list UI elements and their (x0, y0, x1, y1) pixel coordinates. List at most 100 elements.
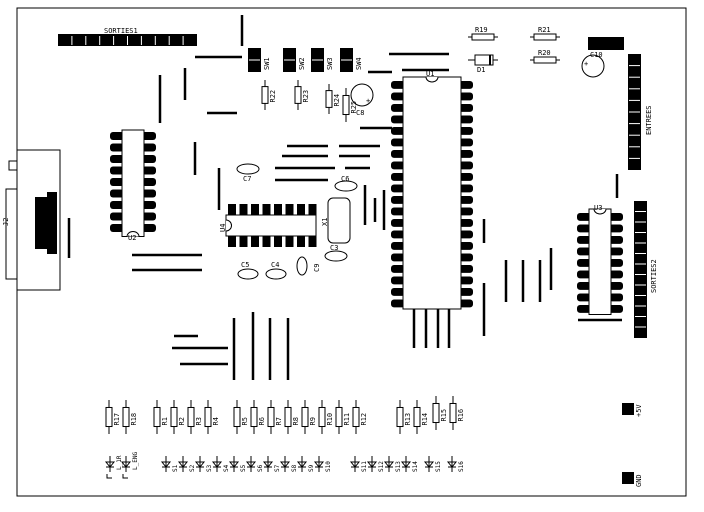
pad-plus5v[interactable]: +5V (622, 403, 643, 417)
chip-pin (577, 213, 591, 221)
chip-pin (251, 234, 259, 247)
capacitor-c6[interactable]: C6 (334, 175, 358, 192)
chip-pin (391, 184, 405, 193)
led-icon (279, 461, 291, 468)
resistor-r10[interactable]: R10 (318, 400, 334, 434)
pad-gnd[interactable]: GND (622, 472, 643, 487)
led-s16[interactable]: S16 (446, 456, 465, 472)
resistor-r19[interactable]: R19 (468, 26, 498, 41)
led-s14[interactable]: S14 (400, 456, 419, 472)
switch-sw2[interactable]: SW2 (283, 48, 306, 72)
chip-pin (391, 92, 405, 101)
chip-pin (459, 161, 473, 170)
sorties2-header[interactable]: SORTIES2 (634, 201, 658, 338)
led-s9[interactable]: S9 (296, 456, 315, 472)
led-s6[interactable]: S6 (245, 456, 264, 472)
sorties1-label: SORTIES1 (104, 27, 138, 35)
chip-pin (110, 143, 124, 152)
resistor-r3[interactable]: R3 (187, 400, 203, 434)
led-label: L_1R (116, 455, 123, 470)
chip-pin (274, 204, 282, 217)
resistor-r12[interactable]: R12 (352, 400, 368, 434)
led-label: S1 (172, 464, 179, 472)
resistor-r22[interactable]: R22 (261, 80, 277, 110)
crystal-x1[interactable]: X1 (321, 197, 351, 244)
led-label: S10 (325, 461, 332, 472)
resistor-r16[interactable]: R16 (449, 396, 465, 430)
entrees-label: ENTREES (645, 105, 653, 135)
resistor-r2[interactable]: R2 (170, 400, 186, 434)
capacitor-c9[interactable]: C9 (296, 256, 321, 276)
chip-pin (459, 276, 473, 285)
led-s1[interactable]: S1 (160, 456, 179, 472)
capacitor-c4[interactable]: C4 (265, 261, 287, 280)
resistor-r1[interactable]: R1 (153, 400, 169, 434)
switch-sw4[interactable]: SW4 (340, 48, 363, 72)
chip-u3[interactable] (577, 208, 623, 315)
chip-pin (391, 173, 405, 181)
capacitor-c5[interactable]: C5 (237, 261, 259, 280)
led-icon (245, 461, 257, 468)
chip-u1[interactable] (391, 76, 473, 310)
chip-u4[interactable] (225, 204, 317, 247)
chip-pin (577, 247, 591, 256)
resistor-r5[interactable]: R5 (233, 400, 249, 434)
chip-pin (459, 150, 473, 158)
led-s11[interactable]: S11 (349, 456, 368, 472)
chip-pin (609, 259, 623, 267)
led-s10[interactable]: S10 (313, 456, 332, 472)
resistor-r21[interactable]: R21 (530, 26, 560, 41)
led-s12[interactable]: S12 (366, 456, 385, 472)
resistor-label: R8 (292, 417, 300, 425)
resistor-body (187, 406, 195, 428)
resistor-r25[interactable]: R25 (342, 88, 358, 122)
resistor-r23[interactable]: R23 (294, 80, 310, 110)
led-s13[interactable]: S13 (383, 456, 402, 472)
resistor-r7[interactable]: R7 (267, 400, 283, 434)
switch-sw3[interactable]: SW3 (311, 48, 334, 72)
chip-pin (391, 299, 405, 308)
chip-pin (251, 204, 259, 217)
led-bracket (106, 474, 112, 479)
resistor-r14[interactable]: R14 (413, 400, 429, 434)
led-s15[interactable]: S15 (423, 456, 442, 472)
j2-connector[interactable]: J2 (2, 149, 61, 291)
led-l-eng[interactable]: L_ENG (120, 452, 139, 479)
entrees-header[interactable]: ENTREES (628, 54, 653, 170)
led-s4[interactable]: S4 (211, 456, 230, 472)
resistor-body (233, 406, 241, 428)
capacitor-c10[interactable]: + C10 (581, 37, 624, 78)
resistor-r17[interactable]: R17 (105, 400, 121, 434)
resistor-r8[interactable]: R8 (284, 400, 300, 434)
resistor-r9[interactable]: R9 (301, 400, 317, 434)
resistor-r15[interactable]: R15 (432, 396, 448, 430)
chip-pin (391, 242, 405, 250)
resistor-r13[interactable]: R13 (396, 400, 412, 434)
sorties1-header[interactable]: SORTIES1 (58, 27, 197, 46)
led-s2[interactable]: S2 (177, 456, 196, 472)
led-s7[interactable]: S7 (262, 456, 281, 472)
led-s5[interactable]: S5 (228, 456, 247, 472)
capacitor-c7[interactable]: C7 (236, 163, 260, 183)
led-icon (313, 461, 325, 468)
chip-u2[interactable] (110, 129, 156, 237)
chip-pin (110, 212, 124, 221)
switch-sw1[interactable]: SW1 (248, 48, 271, 72)
resistor-r24[interactable]: R24 (325, 84, 341, 114)
led-icon (211, 461, 223, 468)
chip-pin (609, 213, 623, 221)
diode-d1[interactable]: D1 (468, 54, 498, 74)
capacitor-c8[interactable]: C8+ (350, 83, 374, 117)
led-l-1r[interactable]: L_1R (104, 455, 123, 479)
led-label: S8 (291, 464, 298, 472)
resistor-body (449, 402, 457, 424)
led-s8[interactable]: S8 (279, 456, 298, 472)
resistor-r6[interactable]: R6 (250, 400, 266, 434)
capacitor-c3[interactable]: C3 (324, 244, 348, 262)
resistor-r18[interactable]: R18 (122, 400, 138, 434)
chip-pin (391, 253, 405, 262)
resistor-r11[interactable]: R11 (335, 400, 351, 434)
resistor-r20[interactable]: R20 (530, 49, 560, 64)
led-s3[interactable]: S3 (194, 456, 213, 472)
resistor-r4[interactable]: R4 (204, 400, 220, 434)
